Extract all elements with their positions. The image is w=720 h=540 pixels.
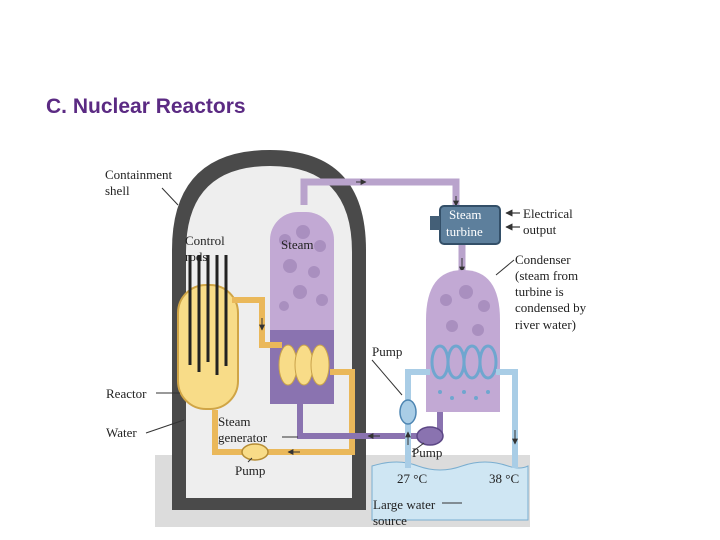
turbine-shaft [430,216,440,230]
condenser-label-1: Condenser [515,252,571,267]
water-source-label-1: Large water [373,497,436,512]
turbine-label-2: turbine [446,224,483,239]
primary-loop-return [212,369,355,455]
containment-label-1: Containment [105,167,173,182]
feedwater-pump [416,426,444,446]
condenser-coil [430,344,498,380]
steam-generator-coil [278,344,330,386]
steam-generator-label-2: generator [218,430,268,445]
steam-clouds [279,225,328,311]
pump-label-mid: Pump [372,344,402,359]
condenser-clouds [440,285,490,336]
slide-title: C. Nuclear Reactors [46,95,246,118]
pump-label-low: Pump [412,445,442,460]
condenser-label-4: condensed by [515,300,587,315]
condenser-label-5: river water) [515,317,576,332]
steam-generator-label-1: Steam [218,414,251,429]
condenser-label-3: turbine is [515,284,564,299]
condenser-label-2: (steam from [515,268,578,283]
control-rods [188,255,228,375]
cooling-pump [399,399,417,425]
primary-pump [241,443,269,461]
steam-label: Steam [281,237,314,252]
temperature-inlet: 27 °C [397,471,427,486]
electrical-output-label-2: output [523,222,557,237]
water-label: Water [106,425,137,440]
control-rods-label-1: Control [185,233,225,248]
pump-label-bottom: Pump [235,463,265,478]
temperature-outlet: 38 °C [489,471,519,486]
electrical-output-label-1: Electrical [523,206,573,221]
turbine-label-1: Steam [449,207,482,222]
leader-lines [145,187,515,504]
control-rods-label-2: rods [185,249,207,264]
reactor-label: Reactor [106,386,147,401]
containment-label-2: shell [105,183,130,198]
water-source-label-2: source [373,513,407,528]
condensate-drops [438,390,490,400]
